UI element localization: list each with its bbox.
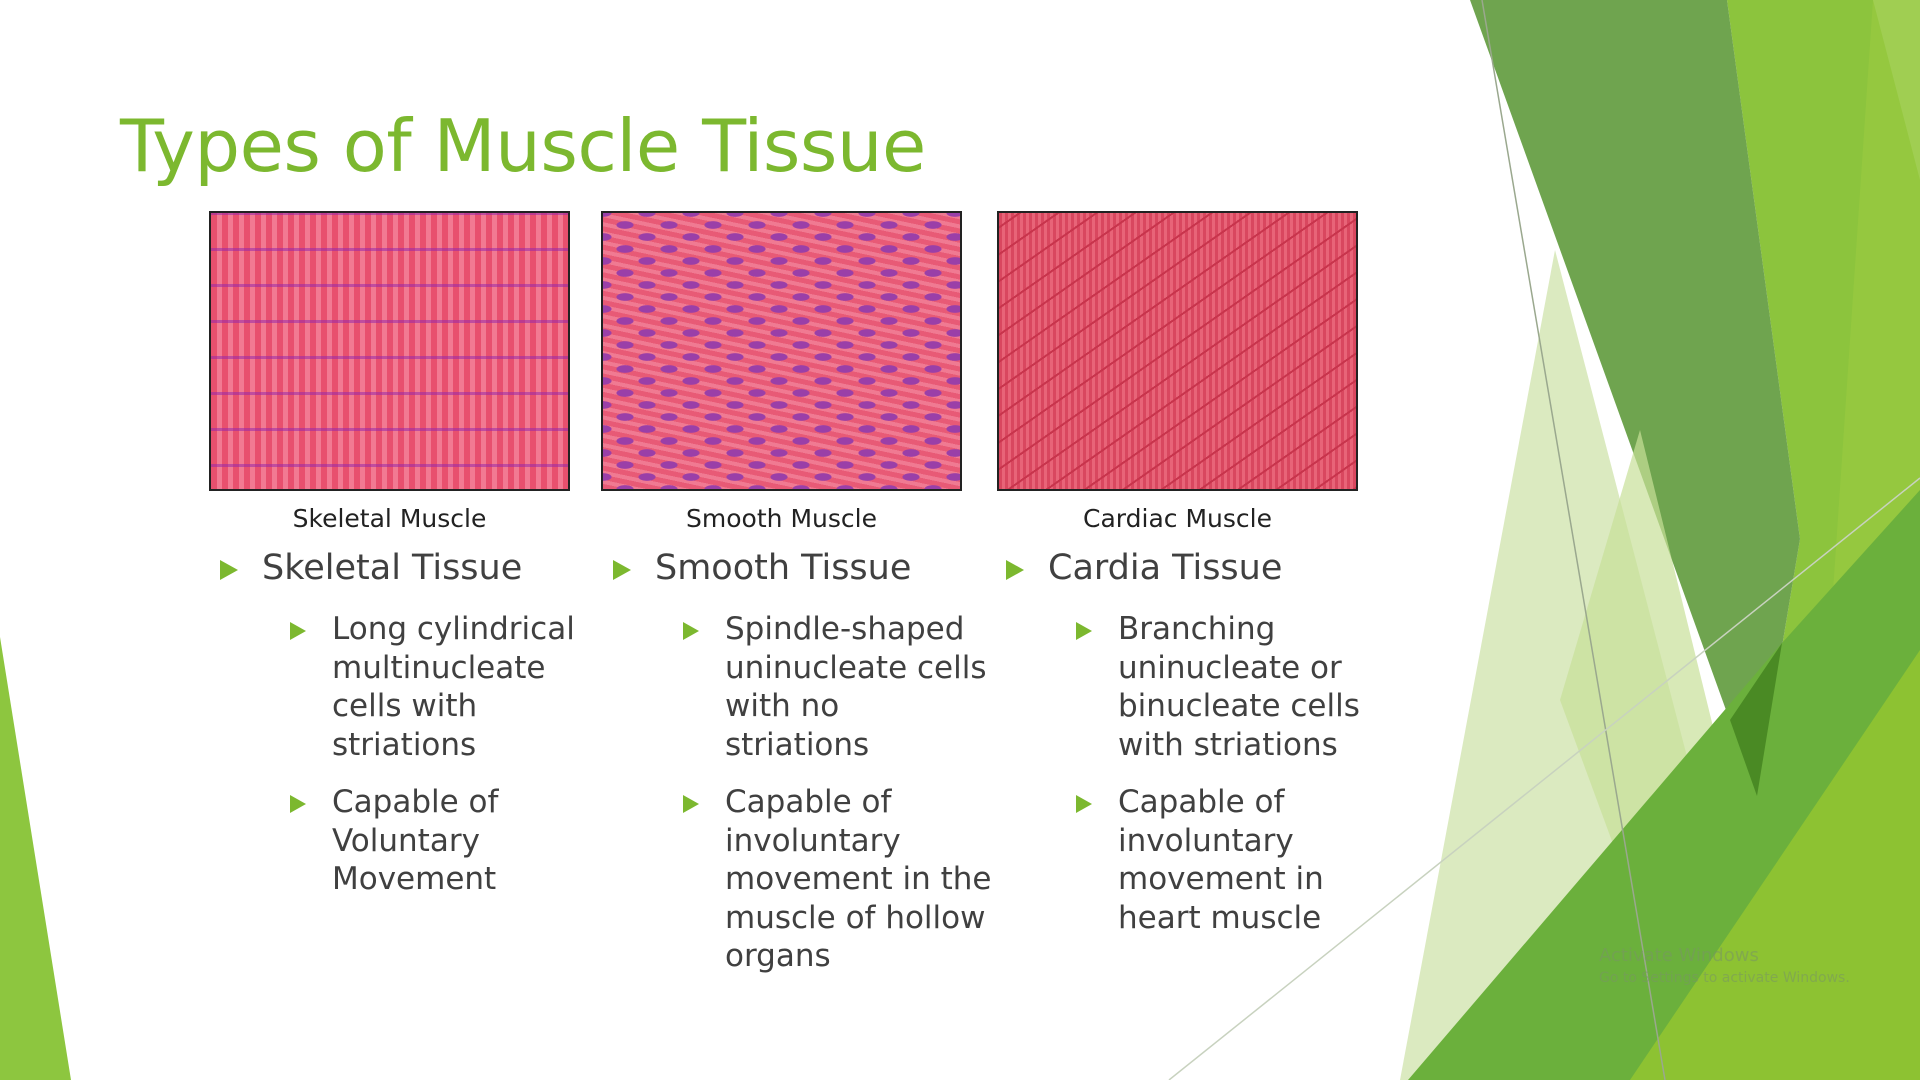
bullet-arrow-icon xyxy=(1076,795,1092,813)
bullet-arrow-icon xyxy=(220,560,238,580)
column-heading: Cardia Tissue xyxy=(1048,548,1283,588)
skeletal-muscle-image xyxy=(209,211,570,491)
column-heading: Smooth Tissue xyxy=(655,548,912,588)
column-heading: Skeletal Tissue xyxy=(262,548,523,588)
bullet-arrow-icon xyxy=(1006,560,1024,580)
smooth-muscle-image xyxy=(601,211,962,491)
skeletal-column: Skeletal Tissue Long cylindrical multinu… xyxy=(220,548,600,899)
cardiac-muscle-image xyxy=(997,211,1358,491)
bullet-arrow-icon xyxy=(1076,622,1092,640)
bullet-text: Capable of involuntary movement in the m… xyxy=(725,784,992,974)
bullet-arrow-icon xyxy=(613,560,631,580)
bullet-text: Branching uninucleate or binucleate cell… xyxy=(1118,611,1360,763)
cardiac-column: Cardia Tissue Branching uninucleate or b… xyxy=(1006,548,1386,937)
watermark-subtitle: Go to Settings to activate Windows. xyxy=(1599,970,1850,986)
slide-title: Types of Muscle Tissue xyxy=(120,104,926,188)
bullet-arrow-icon xyxy=(290,622,306,640)
bullet-text: Long cylindrical multinucleate cells wit… xyxy=(332,611,575,763)
bullet-text: Capable of Voluntary Movement xyxy=(332,784,499,897)
bullet-text: Capable of involuntary movement in heart… xyxy=(1118,784,1324,936)
bullet-text: Spindle-shaped uninucleate cells with no… xyxy=(725,611,987,763)
image-caption: Cardiac Muscle xyxy=(1083,504,1272,533)
bullet-arrow-icon xyxy=(683,622,699,640)
image-caption: Smooth Muscle xyxy=(686,504,877,533)
bullet-arrow-icon xyxy=(683,795,699,813)
watermark-title: Activate Windows xyxy=(1599,945,1759,966)
image-caption: Skeletal Muscle xyxy=(292,504,487,533)
smooth-column: Smooth Tissue Spindle-shaped uninucleate… xyxy=(613,548,993,976)
bullet-arrow-icon xyxy=(290,795,306,813)
activation-watermark: Activate Windows Go to Settings to activ… xyxy=(1599,945,1850,986)
